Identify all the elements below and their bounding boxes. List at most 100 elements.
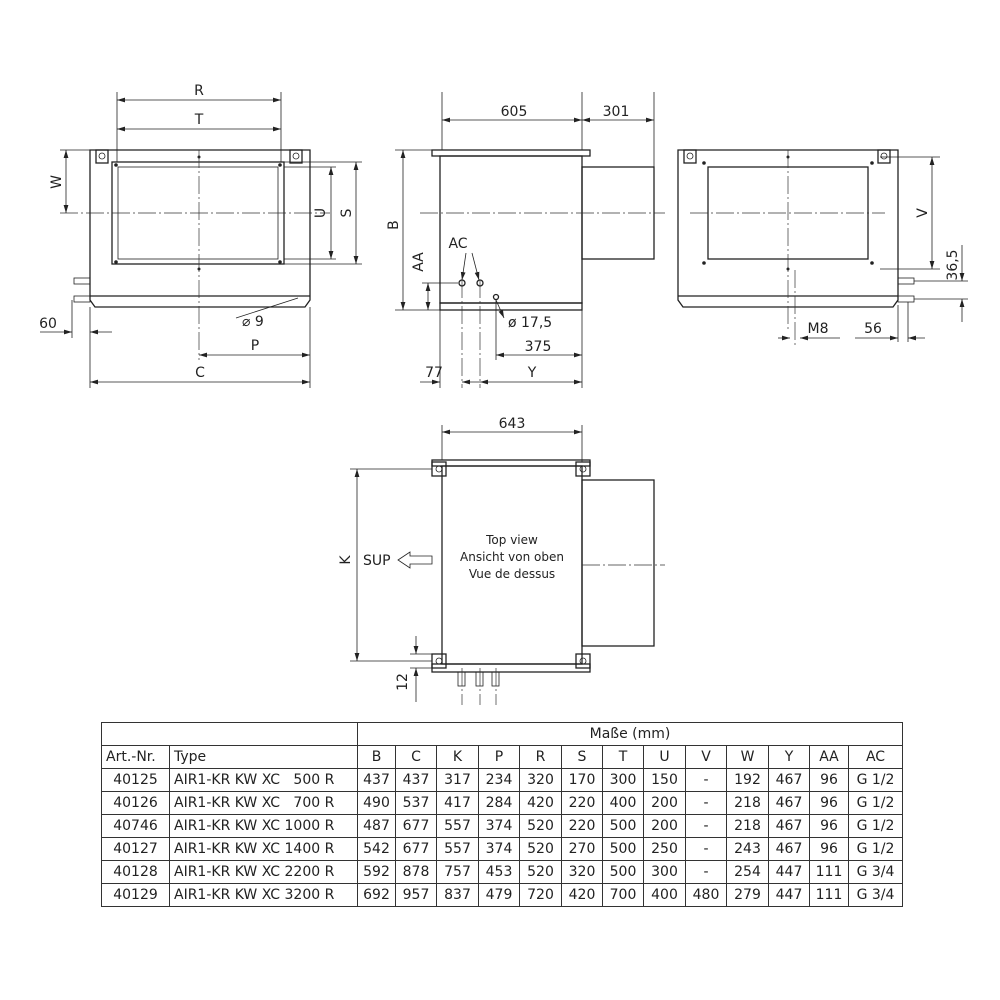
cell-type: AIR1-KR KW XC 1400 R [169,837,358,861]
table-header-v: V [685,745,727,769]
cell-b: 487 [357,814,396,838]
cell-k: 837 [436,883,479,907]
cell-p: 374 [478,814,520,838]
cell-b: 592 [357,860,396,884]
cell-r: 520 [519,837,562,861]
cell-p: 234 [478,768,520,792]
table-header-ac: AC [848,745,903,769]
table-header-r: R [519,745,562,769]
label-U: U [313,208,329,218]
cell-type: AIR1-KR KW XC 700 R [169,791,358,815]
cell-r: 520 [519,814,562,838]
cell-p: 284 [478,791,520,815]
label-W: W [49,175,65,189]
cell-k: 557 [436,837,479,861]
cell-b: 437 [357,768,396,792]
table-header-b: B [357,745,396,769]
side-view: AC 605 301 B AA ø 17,5 375 77 Y [386,92,665,388]
cell-u: 150 [643,768,686,792]
cell-y: 467 [768,837,810,861]
cell-r: 520 [519,860,562,884]
cell-artnr: 40125 [101,768,170,792]
cell-ac: G 3/4 [848,883,903,907]
top-view-label-line-1: Top view [485,533,538,547]
label-V: V [915,208,931,218]
cell-b: 542 [357,837,396,861]
label-56: 56 [864,321,882,337]
supply-arrow-icon [397,551,433,569]
cell-u: 400 [643,883,686,907]
label-375: 375 [525,339,552,355]
label-12: 12 [395,673,411,691]
cell-t: 400 [602,791,644,815]
cell-v: - [685,837,727,861]
cell-ac: G 1/2 [848,837,903,861]
technical-drawing: R T W U S ⌀ 9 60 P C [39,83,968,705]
cell-s: 170 [561,768,603,792]
cell-ac: G 1/2 [848,814,903,838]
label-T: T [194,112,204,128]
cell-k: 557 [436,814,479,838]
top-view-label-line-2: Ansicht von oben [460,550,564,564]
front-view: R T W U S ⌀ 9 60 P C [39,83,362,388]
cell-artnr: 40128 [101,860,170,884]
label-C: C [195,365,205,381]
label-P: P [251,338,259,354]
cell-u: 200 [643,814,686,838]
cell-w: 218 [726,814,769,838]
cell-r: 320 [519,768,562,792]
cell-artnr: 40129 [101,883,170,907]
label-AC: AC [448,236,467,252]
label-AA: AA [411,252,427,272]
table-header-t: T [602,745,644,769]
cell-k: 417 [436,791,479,815]
cell-t: 700 [602,883,644,907]
cell-s: 220 [561,814,603,838]
cell-artnr: 40746 [101,814,170,838]
cell-type: AIR1-KR KW XC 500 R [169,768,358,792]
rear-view: V 36,5 M8 56 [677,149,968,345]
cell-w: 243 [726,837,769,861]
table-blank-corner [101,722,358,746]
cell-aa: 96 [809,814,849,838]
cell-r: 420 [519,791,562,815]
cell-type: AIR1-KR KW XC 3200 R [169,883,358,907]
cell-b: 692 [357,883,396,907]
cell-r: 720 [519,883,562,907]
top-view: Top view Ansicht von oben Vue de dessus … [338,416,665,705]
cell-t: 300 [602,768,644,792]
label-60: 60 [39,316,57,332]
cell-aa: 96 [809,837,849,861]
cell-b: 490 [357,791,396,815]
cell-p: 374 [478,837,520,861]
label-36-5: 36,5 [945,249,961,280]
cell-v: - [685,860,727,884]
cell-w: 218 [726,791,769,815]
cell-p: 479 [478,883,520,907]
cell-v: - [685,814,727,838]
cell-aa: 96 [809,768,849,792]
table-header-aa: AA [809,745,849,769]
label-SUP: SUP [363,553,391,569]
cell-ac: G 1/2 [848,768,903,792]
cell-y: 467 [768,814,810,838]
cell-s: 270 [561,837,603,861]
cell-u: 200 [643,791,686,815]
cell-w: 279 [726,883,769,907]
cell-u: 250 [643,837,686,861]
cell-s: 320 [561,860,603,884]
cell-t: 500 [602,860,644,884]
cell-c: 677 [395,814,437,838]
cell-c: 537 [395,791,437,815]
cell-c: 957 [395,883,437,907]
table-header-c: C [395,745,437,769]
cell-type: AIR1-KR KW XC 1000 R [169,814,358,838]
label-dia175: ø 17,5 [508,315,552,331]
cell-k: 317 [436,768,479,792]
